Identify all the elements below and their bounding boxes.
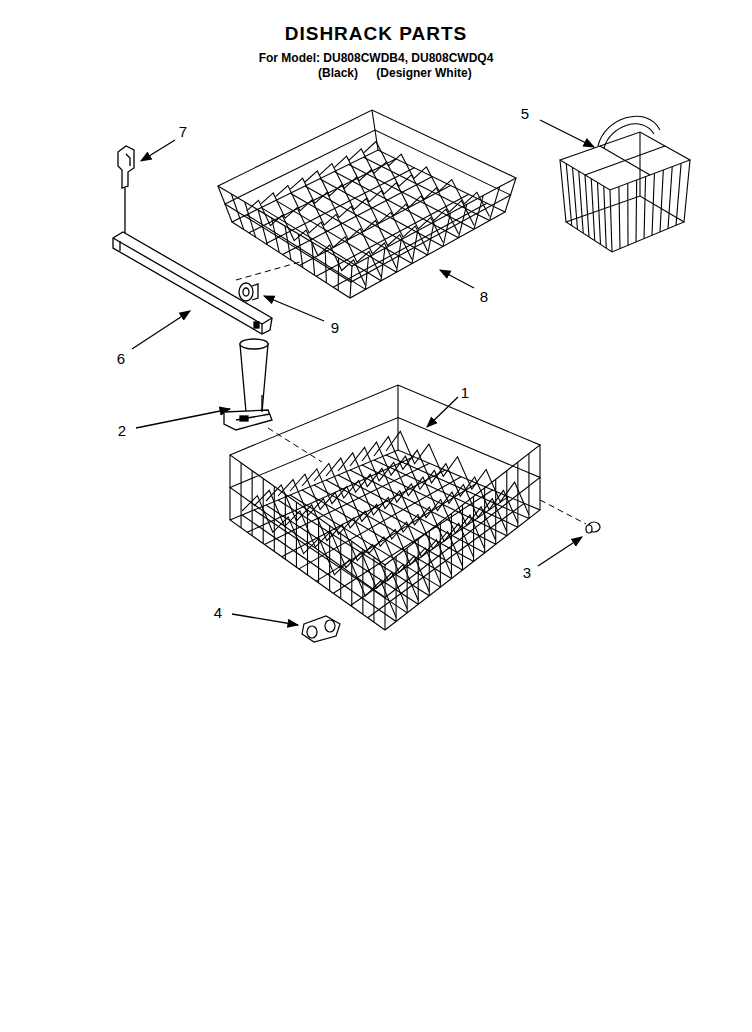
basket-slot [668,167,672,229]
basket-edge [639,132,640,196]
rack-tine [254,490,407,609]
basket-slot [627,183,628,245]
rack-tine [326,458,474,557]
leader-line [141,140,175,161]
basket-slot [660,170,663,232]
basket-slot [598,183,601,245]
rack-stop-clip [118,146,134,236]
rack-wire [283,177,433,255]
basket-slot [579,171,584,233]
callout-number: 7 [179,123,187,140]
leader-line [136,409,230,428]
rack-wire [299,477,461,569]
leader-line [540,120,594,147]
basket-divider [585,146,665,175]
basket-slot [635,180,637,242]
rack-tine [266,485,418,600]
callout-number: 4 [214,604,222,621]
basket-edge [684,160,690,222]
rack-stud [586,522,600,533]
leader-line [264,296,324,321]
basket-slot [573,168,578,230]
rack-tine [278,480,429,592]
callout-number: 3 [523,564,531,581]
basket-handle [604,124,654,148]
spray-tower [224,339,272,430]
basket-edge [610,190,612,252]
rack-tine [302,469,451,575]
callout-number: 8 [480,288,488,305]
leader-line [440,270,474,288]
basket-slot [604,186,607,248]
basket-slot [585,175,589,237]
model-color: (Designer White) [376,66,471,80]
basket-floor [566,196,684,252]
model-line: For Model: DU808CWDB4, DU808CWDQ4 [259,51,494,65]
callout-number: 1 [461,384,469,401]
diagram-title: DISHRACK PARTS [285,23,468,45]
basket-slot [619,187,620,249]
callout-number: 5 [521,105,529,122]
leader-line [427,397,458,427]
leader-lines [132,120,594,625]
rack-wheel [239,283,258,301]
leader-line [132,311,190,349]
callout-number: 9 [331,319,339,336]
leader-line [232,614,298,625]
basket-slot [676,163,681,225]
leader-line [538,537,582,566]
lower-rack-wheel [302,616,340,642]
callout-number: 6 [117,350,125,367]
callout-number: 2 [118,422,126,439]
model-color: (Black) [318,66,358,80]
basket-edge [560,160,566,222]
rack-tine [314,464,463,567]
rack-tine [374,437,518,523]
basket-slot [652,173,654,235]
basket-slot [591,179,595,241]
rack-rail [225,130,511,282]
basket-slot [566,164,572,226]
rack-floor [230,450,540,630]
rack-tine [350,447,496,540]
basket-handle [598,116,660,146]
rack-tine [386,431,529,514]
basket-slot [644,177,646,239]
rack-tine [363,142,489,217]
track-rail [113,232,272,334]
rack-rim [230,385,540,565]
assembly-lines [236,262,586,524]
rack-tine [290,474,440,583]
